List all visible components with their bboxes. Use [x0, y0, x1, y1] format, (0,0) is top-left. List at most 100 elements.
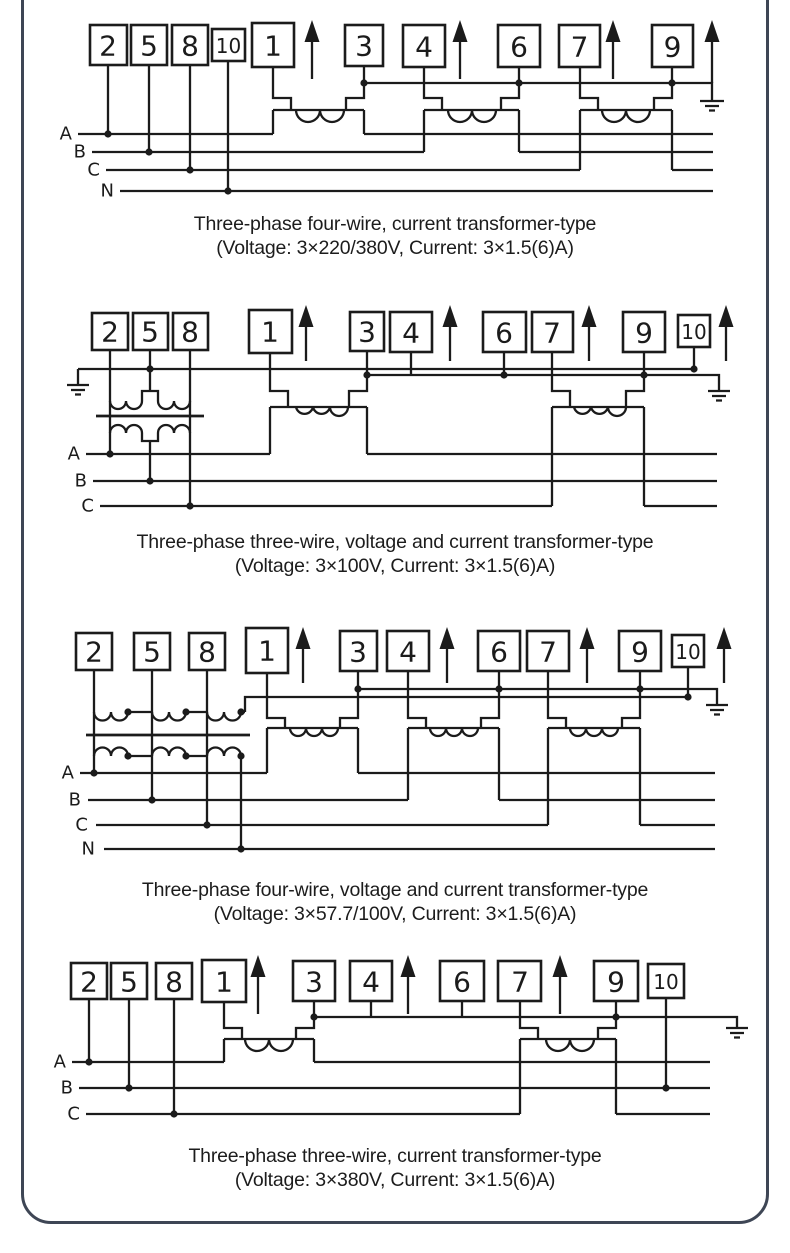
- terminal-box: 3: [343, 23, 385, 68]
- terminal-label: 3: [349, 636, 367, 669]
- junction-dots: [106, 365, 698, 510]
- phase-label: B: [74, 142, 86, 163]
- terminal-label: 8: [165, 966, 183, 999]
- direction-arrow-icon: [304, 20, 320, 79]
- terminal-label: 9: [631, 636, 649, 669]
- phase-label: B: [75, 471, 87, 492]
- terminal-box: 5: [109, 961, 149, 1001]
- terminal-label: 1: [258, 635, 276, 668]
- terminal-box: 8: [170, 23, 210, 67]
- terminal-box: 2: [90, 311, 130, 352]
- terminal-box: 1: [244, 626, 290, 675]
- pt-coil-icon: [92, 711, 243, 757]
- terminal-box: 9: [621, 310, 667, 354]
- terminal-box: 2: [74, 631, 114, 672]
- terminal-box: 6: [476, 629, 522, 673]
- circuit-wires: [80, 667, 719, 851]
- terminal-label: 8: [198, 636, 216, 669]
- phase-label: A: [60, 124, 73, 145]
- terminal-label: 3: [355, 30, 373, 63]
- terminal-label: 2: [101, 316, 119, 349]
- terminal-box: 5: [131, 311, 170, 352]
- terminal-box: 7: [496, 959, 543, 1003]
- earth-ground-icon: [708, 389, 730, 402]
- direction-arrow-icon: [716, 627, 732, 683]
- terminal-label: 8: [181, 30, 199, 63]
- terminal-box: 7: [557, 23, 602, 69]
- circuit-wires: [72, 998, 739, 1116]
- direction-arrow-icon: [581, 305, 597, 361]
- terminal-box: 7: [530, 310, 575, 354]
- terminal-label: 6: [453, 966, 471, 999]
- direction-arrow-icon: [439, 627, 455, 683]
- terminal-box: 4: [348, 959, 394, 1003]
- terminal-box: 9: [592, 959, 640, 1003]
- phase-label: C: [81, 496, 94, 517]
- ct-coil-icon: [288, 727, 620, 738]
- terminal-box: 6: [496, 23, 542, 69]
- terminal-box: 9: [617, 629, 663, 673]
- terminal-label: 9: [664, 31, 682, 64]
- terminal-box: 1: [247, 308, 294, 355]
- terminal-box: 10: [670, 633, 706, 669]
- diagram-panel-3: 2 5 8 1 3 4 6 7 9 10 A B C N Three-phase…: [0, 623, 790, 926]
- earth-ground-icon: [700, 99, 724, 112]
- terminal-label: 5: [120, 966, 138, 999]
- terminal-label: 10: [675, 640, 700, 664]
- phase-label: N: [101, 181, 114, 202]
- caption-line1: Three-phase four-wire, current transform…: [193, 213, 597, 235]
- terminal-label: 7: [543, 317, 561, 350]
- terminal-box: 5: [129, 23, 169, 67]
- direction-arrow-icon: [605, 20, 621, 79]
- ct-coil-icon: [294, 406, 628, 418]
- terminal-label: 5: [141, 316, 159, 349]
- terminal-label: 3: [305, 966, 323, 999]
- diagram-panel-2: 2 5 8 1 3 4 6 7 9 10 A B C Three-phase t…: [0, 303, 790, 578]
- direction-arrow-icon: [250, 955, 266, 1014]
- direction-arrow-icon: [718, 305, 734, 361]
- diagram-caption: Three-phase three-wire, current transfor…: [0, 1144, 790, 1192]
- circuit-wires: [76, 347, 721, 508]
- terminal-box: 4: [401, 23, 447, 69]
- diagram-caption: Three-phase four-wire, voltage and curre…: [0, 878, 790, 926]
- terminal-label: 4: [415, 31, 433, 64]
- pt-coil-icon: [108, 389, 192, 443]
- terminal-label: 10: [653, 970, 678, 994]
- wiring-diagram-3: 2 5 8 1 3 4 6 7 9 10 A B C N: [62, 626, 732, 860]
- terminal-label: 1: [261, 316, 279, 349]
- caption-line2: (Voltage: 3×220/380V, Current: 3×1.5(6)A…: [216, 237, 574, 259]
- caption-line2: (Voltage: 3×57.7/100V, Current: 3×1.5(6)…: [213, 903, 577, 925]
- terminal-label: 7: [511, 966, 529, 999]
- diagram-panel-1: 2 5 8 10 1 3 4 6 7 9 A B C N Three-phase…: [0, 15, 790, 260]
- direction-arrow-icon: [295, 627, 311, 683]
- caption-line1: Three-phase three-wire, voltage and curr…: [136, 531, 654, 553]
- direction-arrow-icon: [579, 627, 595, 683]
- diagram-caption: Three-phase four-wire, current transform…: [0, 212, 790, 260]
- direction-arrow-icon: [298, 305, 314, 361]
- terminal-box: 8: [154, 961, 194, 1001]
- direction-arrow-icon: [442, 305, 458, 361]
- terminal-label: 4: [402, 317, 420, 350]
- terminal-box: 6: [481, 310, 528, 354]
- terminal-label: 6: [510, 31, 528, 64]
- terminal-label: 2: [99, 30, 117, 63]
- direction-arrow-icon: [452, 20, 468, 79]
- terminal-label: 4: [362, 966, 380, 999]
- terminal-label: 5: [140, 30, 158, 63]
- terminal-box: 3: [348, 310, 386, 353]
- terminal-label: 7: [539, 636, 557, 669]
- terminal-label: 1: [264, 30, 282, 63]
- ct-coil-icon: [294, 109, 652, 124]
- terminal-box: 9: [650, 23, 695, 69]
- terminal-label: 4: [399, 636, 417, 669]
- terminal-box: 8: [187, 631, 227, 672]
- direction-arrow-icon: [704, 20, 720, 83]
- terminal-box: 4: [385, 629, 431, 673]
- terminal-box: 1: [250, 21, 296, 69]
- terminal-label: 2: [80, 966, 98, 999]
- phase-label: C: [75, 815, 88, 836]
- caption-line1: Three-phase three-wire, current transfor…: [188, 1145, 602, 1167]
- terminal-label: 10: [681, 320, 706, 344]
- phase-label: A: [62, 763, 75, 784]
- terminal-label: 9: [607, 966, 625, 999]
